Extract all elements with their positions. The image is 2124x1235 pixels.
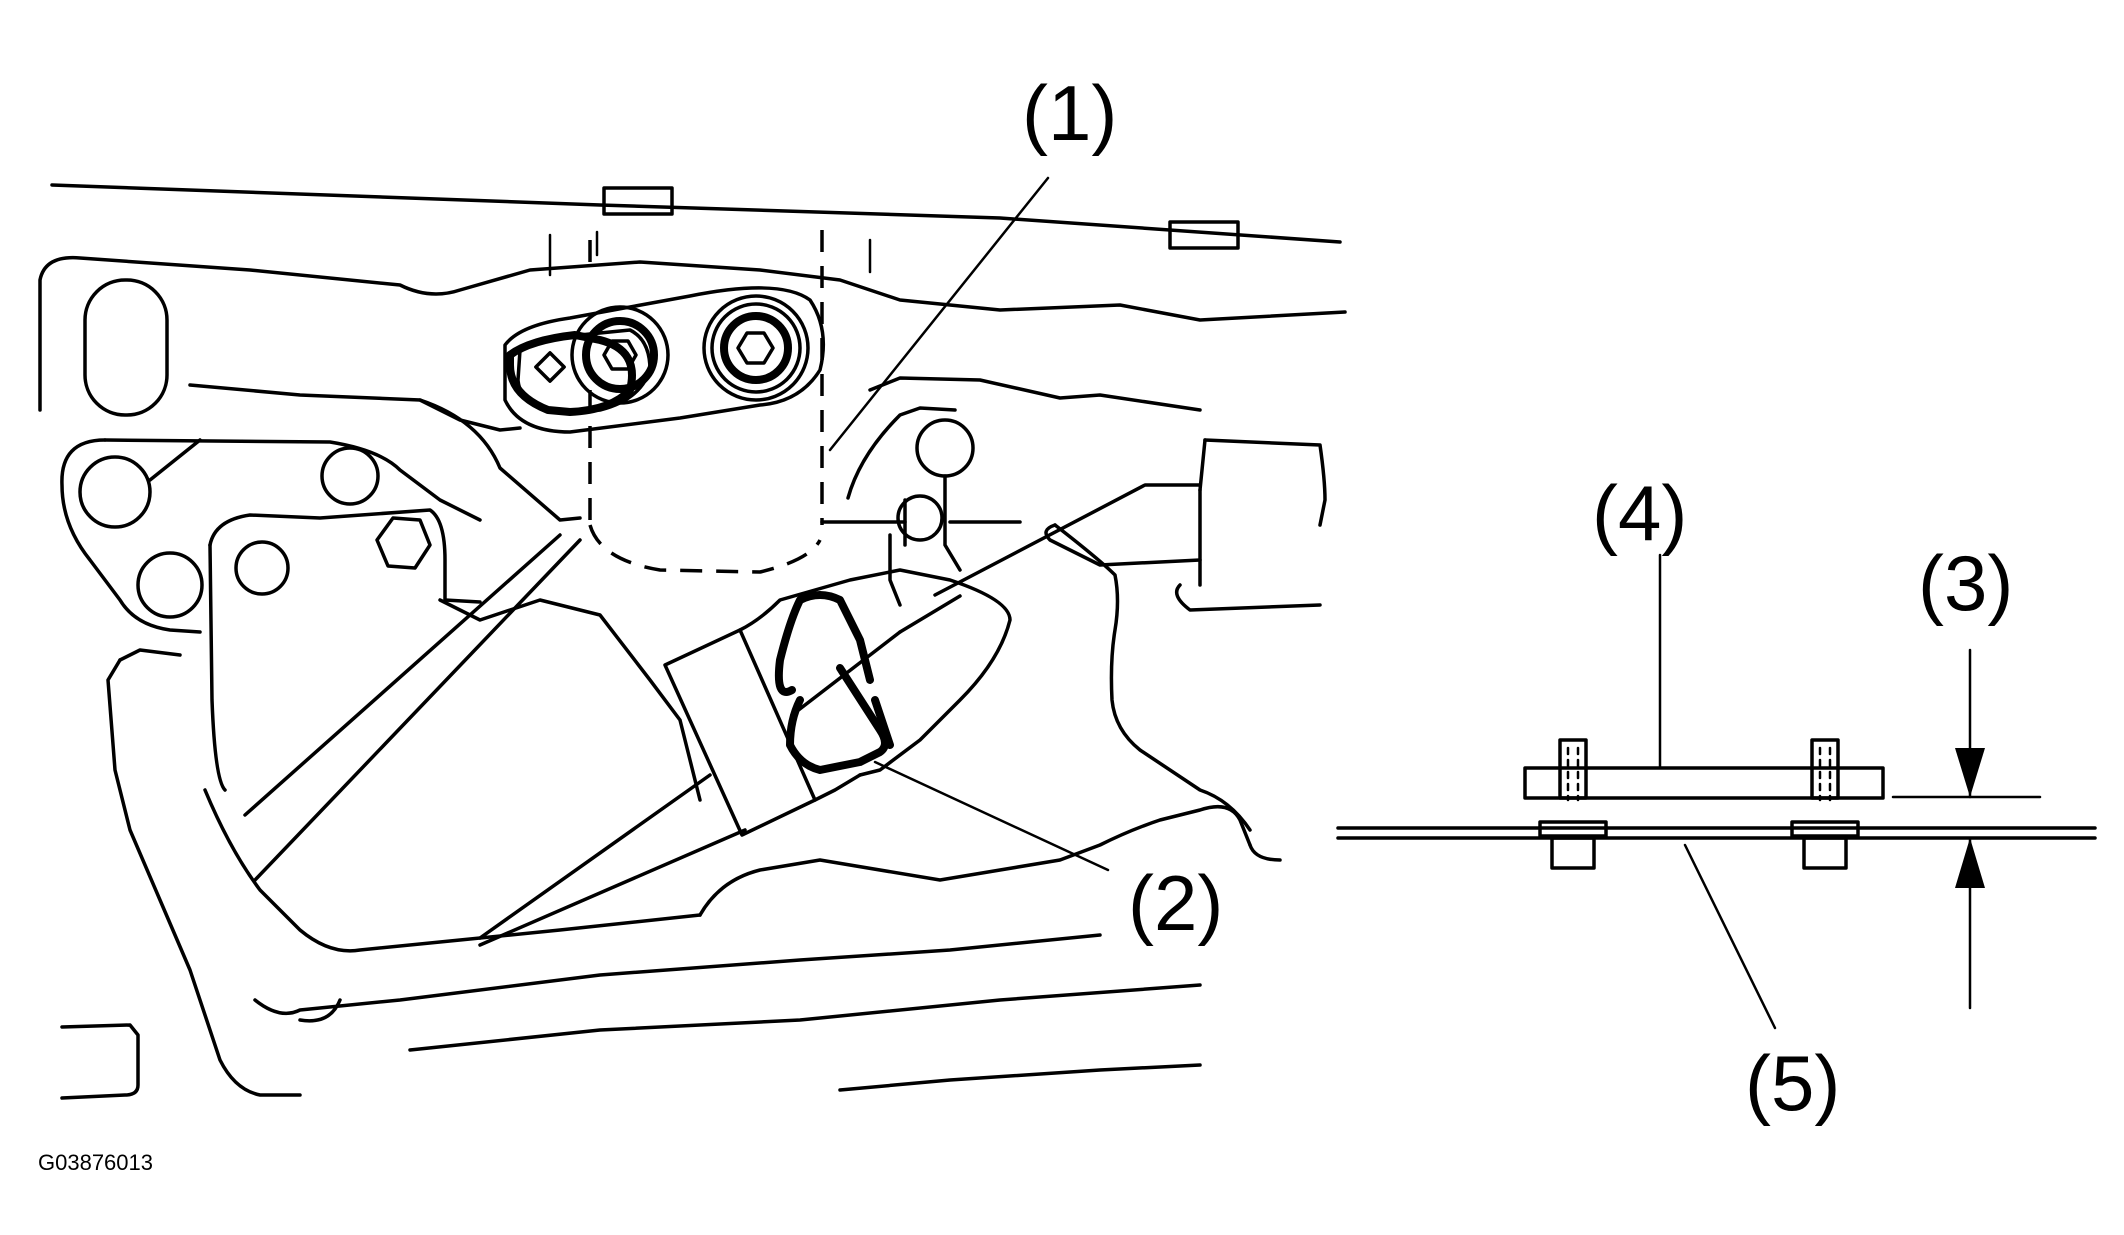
leader-lines bbox=[828, 176, 1110, 872]
callout-3: (3) bbox=[1918, 539, 2013, 627]
dimension-arrow-up bbox=[1955, 838, 1985, 888]
leader-1 bbox=[828, 176, 1050, 452]
callout-1: (1) bbox=[1022, 69, 1117, 157]
main-assembly-drawing bbox=[38, 183, 1347, 1100]
leader-2 bbox=[873, 760, 1110, 872]
dimension-arrow-down bbox=[1955, 748, 1985, 797]
callout-4: (4) bbox=[1592, 469, 1687, 557]
callout-5: (5) bbox=[1745, 1039, 1840, 1127]
leader-5 bbox=[1683, 843, 1777, 1030]
figure-code: G03876013 bbox=[38, 1150, 153, 1175]
clearance-detail-drawing bbox=[1336, 553, 2097, 1030]
callout-2: (2) bbox=[1128, 859, 1223, 947]
